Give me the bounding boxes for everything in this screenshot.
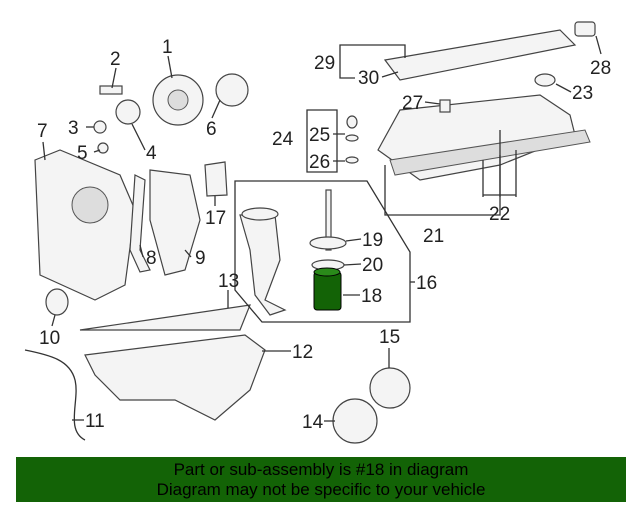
part-25-nut[interactable]: [346, 115, 358, 129]
callout-10[interactable]: 10: [39, 328, 60, 349]
part-6-flange[interactable]: [215, 73, 249, 107]
callout-7[interactable]: 7: [37, 121, 48, 142]
callout-29[interactable]: 29: [314, 53, 335, 74]
banner-line-disclaimer: Diagram may not be specific to your vehi…: [156, 480, 486, 499]
banner-line-part: Part or sub-assembly is #18 in diagram: [173, 460, 469, 479]
part-3-nut[interactable]: [93, 120, 107, 134]
part-25-washer[interactable]: [345, 134, 359, 142]
callout-27[interactable]: 27: [402, 93, 423, 114]
part-18-oil-filter[interactable]: [313, 271, 342, 311]
part-11-sensor[interactable]: [24, 349, 86, 441]
callout-12[interactable]: 12: [292, 342, 313, 363]
callout-16[interactable]: 16: [416, 273, 437, 294]
part-info-banner: Part or sub-assembly is #18 in diagram D…: [16, 457, 626, 502]
callout-23[interactable]: 23: [572, 83, 593, 104]
part-14-cover[interactable]: [332, 398, 378, 444]
part-13-gasket[interactable]: [79, 304, 251, 331]
callout-28[interactable]: 28: [590, 58, 611, 79]
part-12-oil-pan[interactable]: [84, 334, 266, 421]
callout-4[interactable]: 4: [146, 143, 157, 164]
part-16-housing[interactable]: [239, 214, 287, 316]
part-5-bolt[interactable]: [97, 142, 109, 154]
part-10-seal[interactable]: [45, 288, 69, 316]
part-29-cover-trim[interactable]: [383, 29, 577, 81]
part-22-gasket[interactable]: [389, 129, 591, 176]
callout-5[interactable]: 5: [77, 143, 88, 164]
callout-1[interactable]: 1: [162, 37, 173, 58]
part-16-bolt[interactable]: [325, 189, 332, 251]
callout-26[interactable]: 26: [309, 152, 330, 173]
callout-22[interactable]: 22: [489, 204, 510, 225]
callout-18[interactable]: 18: [361, 286, 382, 307]
callout-14[interactable]: 14: [302, 412, 324, 433]
callout-3[interactable]: 3: [68, 118, 79, 139]
callout-11[interactable]: 11: [85, 411, 105, 432]
part-9-gasket[interactable]: [149, 169, 201, 276]
part-28-cap[interactable]: [574, 21, 596, 37]
callout-15[interactable]: 15: [379, 327, 400, 348]
callout-19[interactable]: 19: [362, 230, 383, 251]
part-23-seal[interactable]: [534, 73, 556, 87]
part-8-gasket[interactable]: [129, 174, 151, 273]
part-7-timing-cover[interactable]: [34, 149, 136, 301]
part-shapes: [24, 21, 596, 444]
callout-labels: 1 2 3 4 5 6 7 8 9 10 11 12 13 14 15 16 1…: [37, 37, 611, 433]
callout-30[interactable]: 30: [358, 68, 379, 89]
callout-13[interactable]: 13: [218, 271, 239, 292]
part-19-cap[interactable]: [309, 236, 347, 250]
leader-lines: [42, 35, 602, 422]
part-15-gasket[interactable]: [369, 367, 411, 409]
part-26-seal[interactable]: [345, 156, 359, 164]
part-17-sensor[interactable]: [204, 161, 228, 197]
part-27-sensor[interactable]: [439, 99, 451, 113]
part-4-hub[interactable]: [115, 99, 141, 125]
callout-9[interactable]: 9: [195, 248, 206, 269]
callout-8[interactable]: 8: [146, 248, 157, 269]
callout-2[interactable]: 2: [110, 49, 121, 70]
part-2-bolt[interactable]: [99, 85, 123, 95]
callout-20[interactable]: 20: [362, 255, 383, 276]
callout-24[interactable]: 24: [272, 129, 294, 150]
part-16-group-box: [234, 180, 411, 323]
callout-6[interactable]: 6: [206, 119, 217, 140]
callout-21[interactable]: 21: [423, 226, 444, 247]
callout-17[interactable]: 17: [205, 208, 226, 229]
callout-25[interactable]: 25: [309, 125, 330, 146]
